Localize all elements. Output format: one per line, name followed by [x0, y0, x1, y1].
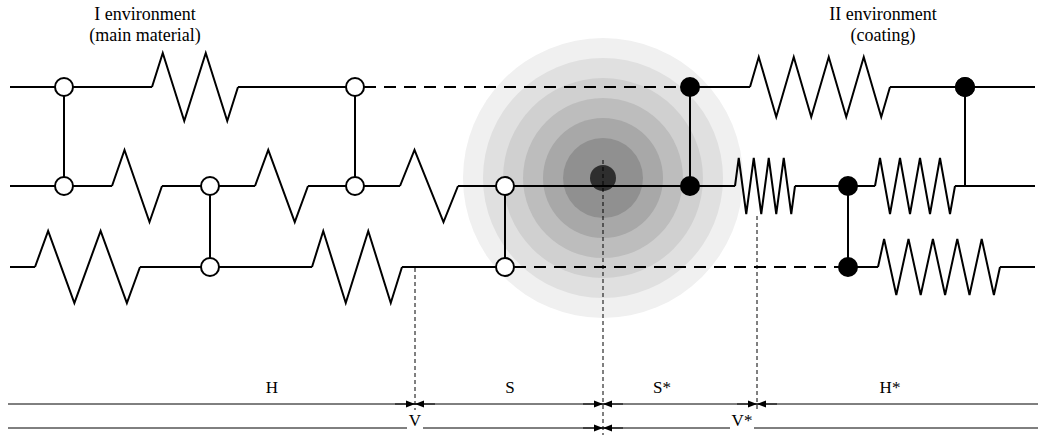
environment-heading: I environment (main material): [75, 4, 215, 45]
environment-heading: II environment (coating): [813, 4, 953, 45]
dimension-label: H: [264, 378, 280, 398]
coating-atom: [956, 78, 974, 96]
base-atom: [55, 78, 73, 96]
spring-symbol: [875, 158, 955, 214]
bond-line: [10, 86, 152, 88]
bond-line: [1000, 266, 1035, 268]
bond-line: [140, 266, 312, 268]
spring-symbol: [878, 239, 1000, 295]
bond-line: [955, 185, 1035, 187]
base-atom: [346, 177, 364, 195]
dimension-label: S: [503, 378, 516, 398]
spring-symbol: [35, 231, 140, 303]
cross-bond: [63, 87, 65, 186]
dimension-line: [8, 404, 1038, 405]
spring-symbol: [112, 150, 162, 222]
cross-bond: [847, 186, 849, 267]
dimension-arrow: [395, 404, 415, 405]
dimension-arrow: [415, 404, 435, 405]
dimension-arrow: [737, 404, 757, 405]
coating-atom: [839, 177, 857, 195]
dimension-arrow: [603, 404, 623, 405]
extension-line: [757, 216, 758, 410]
dimension-label: V: [407, 411, 423, 431]
bond-line: [238, 86, 355, 88]
base-atom: [496, 177, 514, 195]
dimension-label: H*: [878, 378, 903, 398]
bond-line: [458, 185, 690, 187]
base-atom: [201, 177, 219, 195]
extension-line: [415, 268, 416, 410]
spring-symbol: [312, 231, 402, 303]
spring-symbol: [735, 158, 795, 214]
dimension-arrow: [603, 428, 623, 429]
dimension-arrow: [757, 404, 777, 405]
coating-atom: [956, 78, 974, 96]
extension-line: [603, 160, 604, 435]
broken-bond: [514, 266, 835, 268]
bond-line: [10, 266, 35, 268]
dimension-arrow: [583, 428, 603, 429]
coating-atom: [681, 78, 699, 96]
base-atom: [346, 78, 364, 96]
spring-symbol: [255, 150, 308, 222]
bond-line: [795, 185, 875, 187]
base-atom: [496, 258, 514, 276]
coating-atom: [839, 258, 857, 276]
base-atom: [201, 258, 219, 276]
dimension-label: S*: [651, 378, 673, 398]
bond-line: [402, 266, 505, 268]
dimension-label: V*: [730, 411, 755, 431]
dimension-line: [8, 428, 1038, 429]
spring-symbol: [152, 53, 238, 121]
coating-atom: [681, 177, 699, 195]
cross-bond: [354, 87, 356, 186]
dimension-arrow: [583, 404, 603, 405]
cross-bond: [689, 87, 691, 186]
broken-bond: [364, 86, 690, 88]
spring-symbol: [750, 57, 890, 117]
base-atom: [55, 177, 73, 195]
cross-bond: [504, 186, 506, 267]
cross-bond: [964, 87, 966, 186]
spring-symbol: [400, 150, 458, 222]
cross-bond: [209, 186, 211, 267]
